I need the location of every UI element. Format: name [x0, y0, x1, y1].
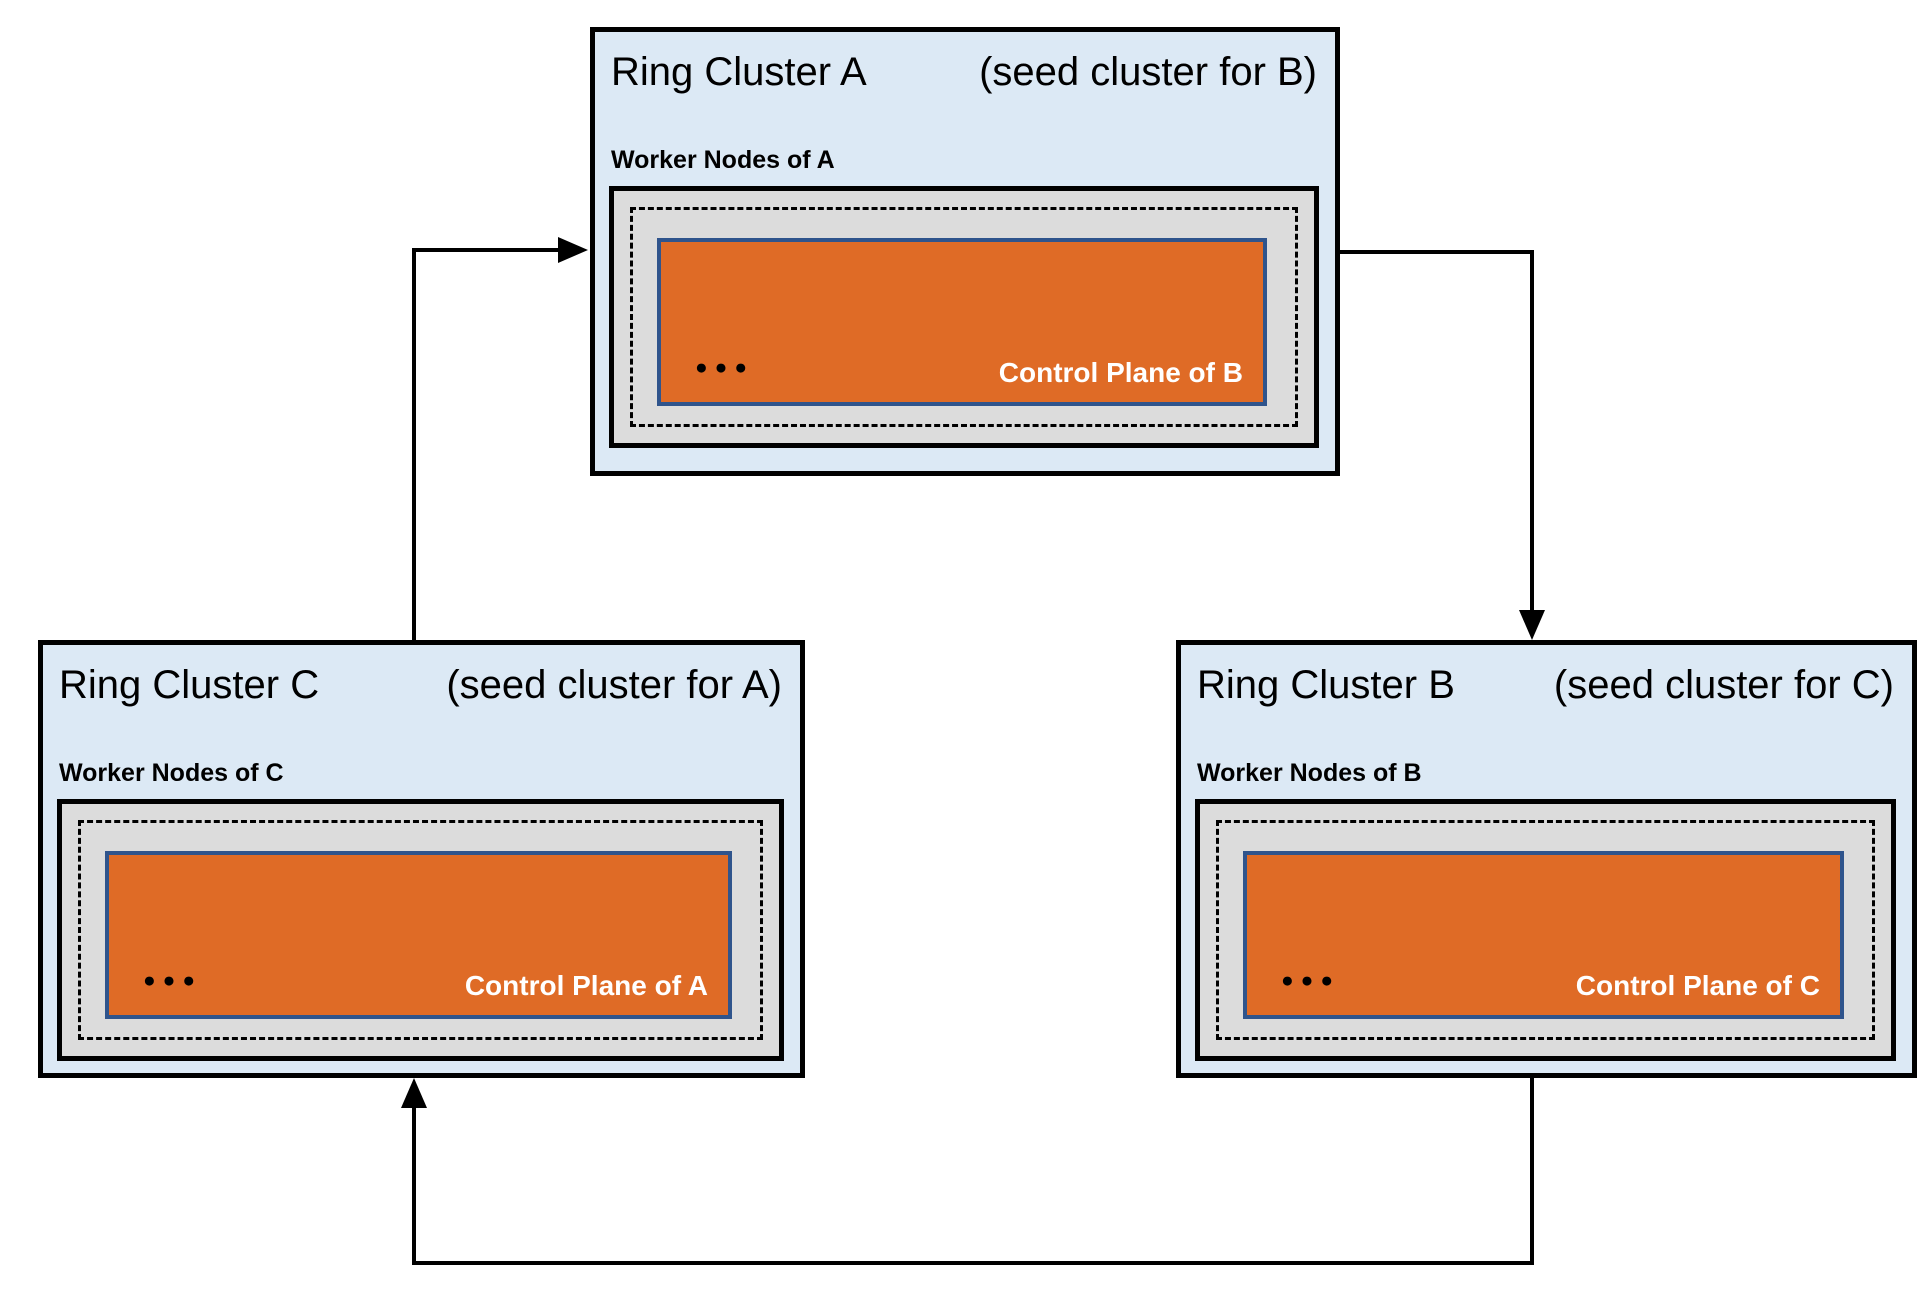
cluster-b-dashed-boundary: ●●● Control Plane of C — [1216, 820, 1875, 1040]
cluster-b-title-name: Ring Cluster B — [1197, 663, 1455, 707]
cluster-c-box: Ring Cluster C (seed cluster for A) Work… — [38, 640, 805, 1078]
cluster-c-control-plane-label: Control Plane of A — [464, 970, 708, 1002]
arrow-b-to-c — [412, 1078, 1534, 1265]
cluster-b-control-plane-label: Control Plane of C — [1575, 970, 1820, 1002]
arrow-a-to-b-head-icon — [1519, 610, 1545, 640]
cluster-a-control-plane-label: Control Plane of B — [998, 357, 1243, 389]
cluster-c-title-name: Ring Cluster C — [59, 663, 320, 707]
cluster-b-control-plane-box: ●●● Control Plane of C — [1243, 851, 1844, 1019]
cluster-c-dashed-boundary: ●●● Control Plane of A — [78, 820, 763, 1040]
cluster-b-seed-note: (seed cluster for C) — [1553, 663, 1894, 707]
cluster-b-worker-nodes-label: Worker Nodes of B — [1197, 759, 1422, 787]
cluster-c-worker-nodes-box: ●●● Control Plane of A — [57, 799, 784, 1061]
cluster-a-box: Ring Cluster A (seed cluster for B) Work… — [590, 27, 1340, 476]
arrow-b-to-c-head-icon — [401, 1078, 427, 1108]
arrow-c-to-a-head-icon — [558, 237, 588, 263]
cluster-b-worker-nodes-box: ●●● Control Plane of C — [1195, 799, 1896, 1061]
cluster-b-title: Ring Cluster B (seed cluster for C) — [1197, 661, 1894, 709]
cluster-a-seed-note: (seed cluster for B) — [979, 50, 1317, 94]
cluster-c-control-plane-box: ●●● Control Plane of A — [105, 851, 732, 1019]
cluster-a-worker-nodes-label: Worker Nodes of A — [611, 146, 835, 174]
cluster-a-dashed-boundary: ●●● Control Plane of B — [630, 207, 1298, 427]
cluster-c-title: Ring Cluster C (seed cluster for A) — [59, 661, 782, 709]
cluster-a-title-name: Ring Cluster A — [611, 50, 867, 94]
cluster-b-box: Ring Cluster B (seed cluster for C) Work… — [1176, 640, 1917, 1078]
ellipsis-dots-icon: ●●● — [143, 969, 203, 992]
ellipsis-dots-icon: ●●● — [1281, 969, 1341, 992]
ellipsis-dots-icon: ●●● — [695, 356, 755, 379]
cluster-a-worker-nodes-box: ●●● Control Plane of B — [609, 186, 1319, 448]
cluster-c-seed-note: (seed cluster for A) — [446, 663, 782, 707]
cluster-a-title: Ring Cluster A (seed cluster for B) — [611, 48, 1317, 96]
cluster-c-worker-nodes-label: Worker Nodes of C — [59, 759, 284, 787]
arrow-c-to-a — [412, 248, 560, 642]
cluster-a-control-plane-box: ●●● Control Plane of B — [657, 238, 1267, 406]
arrow-a-to-b — [1338, 250, 1534, 612]
